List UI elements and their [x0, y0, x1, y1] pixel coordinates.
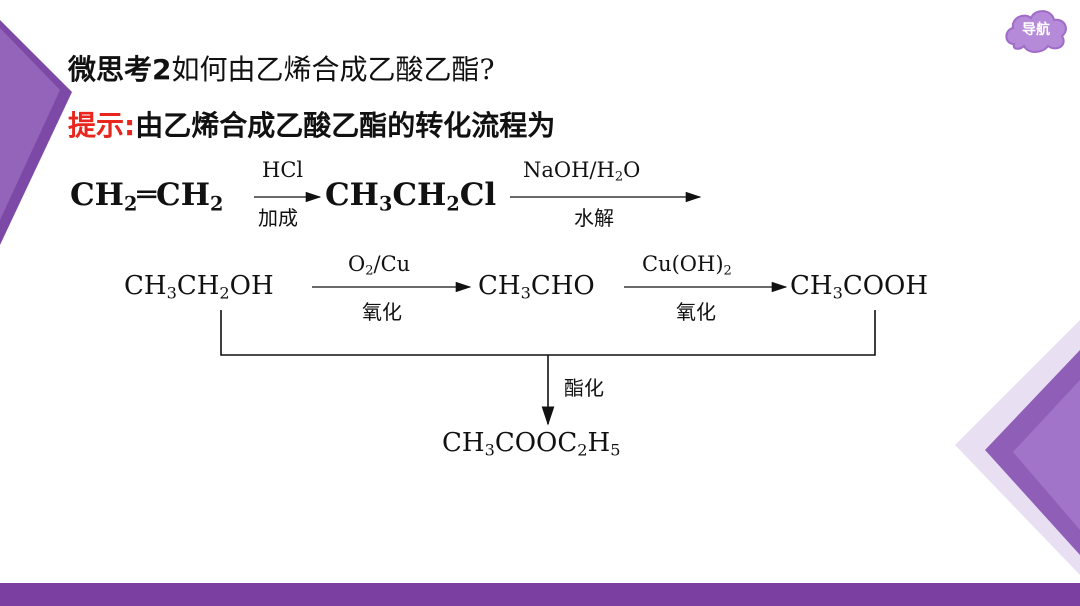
left-corner-decoration: [0, 20, 72, 245]
cloud-icon: [1005, 10, 1067, 53]
nav-button[interactable]: 导航: [1000, 6, 1072, 54]
hint-line: 提示:由乙烯合成乙酸乙酯的转化流程为: [68, 104, 555, 144]
esterification-label: 酯化: [564, 376, 604, 400]
arrow3-reagent: O2/Cu: [348, 252, 411, 279]
hint-text: 由乙烯合成乙酸乙酯的转化流程为: [135, 109, 556, 142]
acetaldehyde-formula: CH3CHO: [478, 271, 595, 303]
arrow2-reagent: NaOH/H2O: [523, 158, 641, 185]
chloroethane-formula: CH3CH2Cl: [325, 177, 497, 216]
ethylene-formula: CH2═CH2: [70, 177, 224, 216]
esterification-connector: [220, 310, 876, 356]
arrow1-condition: 加成: [258, 206, 298, 230]
arrow3-condition: 氧化: [362, 300, 402, 324]
acetic-acid-formula: CH3COOH: [790, 271, 929, 303]
ethyl-acetate-formula: CH3COOC2H5: [442, 428, 621, 460]
hint-label: 提示:: [68, 109, 136, 142]
arrow2-condition: 水解: [574, 206, 614, 230]
nav-label: 导航: [1022, 22, 1050, 38]
question-text: 如何由乙烯合成乙酸乙酯?: [171, 53, 495, 86]
ethanol-formula: CH3CH2OH: [124, 271, 274, 303]
question-line: 微思考2如何由乙烯合成乙酸乙酯?: [68, 48, 495, 88]
arrow4-condition: 氧化: [676, 300, 716, 324]
arrow1-reagent: HCl: [262, 158, 304, 182]
question-prefix: 微思考2: [68, 53, 172, 86]
right-corner-decoration: [955, 320, 1080, 575]
arrow4-reagent: Cu(OH)2: [642, 252, 732, 279]
bottom-bar: [0, 583, 1080, 606]
